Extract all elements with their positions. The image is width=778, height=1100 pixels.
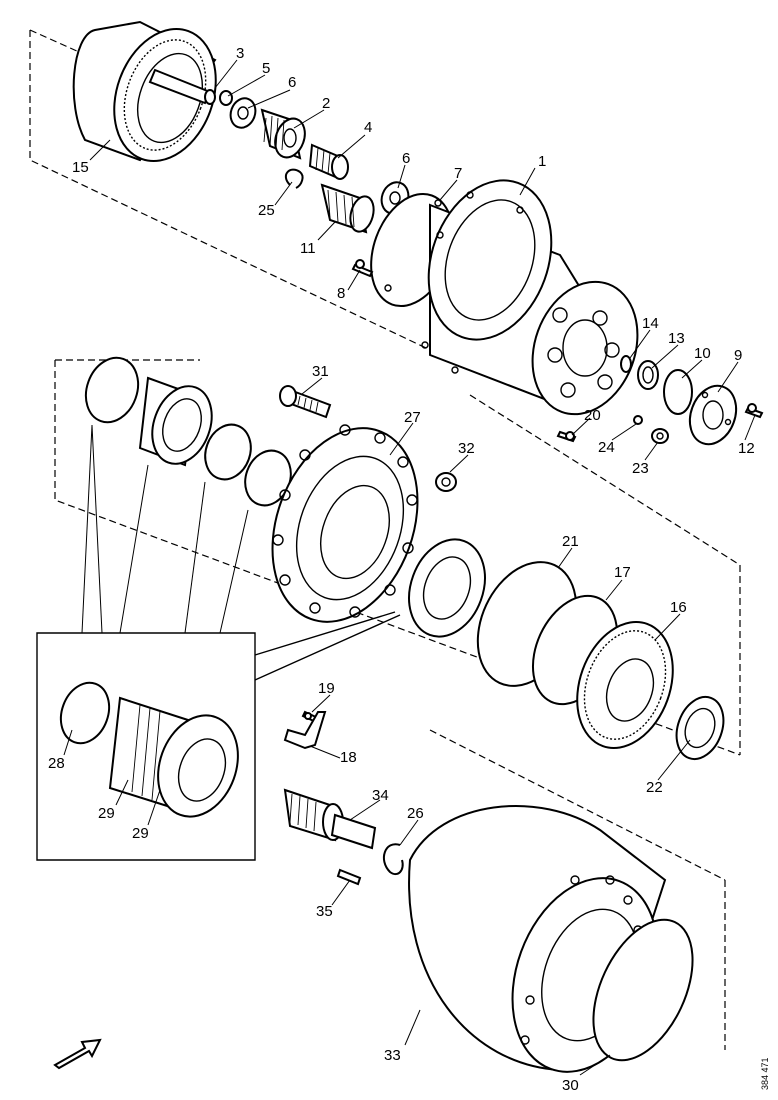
callout-33: 33 [384, 1047, 401, 1064]
planet-gear-2 [260, 108, 306, 160]
callout-16: 16 [670, 599, 687, 616]
bolt-20 [556, 430, 577, 443]
callout-30: 30 [562, 1077, 579, 1094]
callout-6b: 6 [402, 150, 410, 167]
circlip-14 [620, 355, 632, 373]
callout-19: 19 [318, 680, 335, 697]
ring-13 [637, 360, 659, 390]
shaft-3 [148, 68, 216, 105]
circlip-25 [284, 168, 304, 189]
bearing-29-detail [108, 696, 239, 818]
leader-lines [63, 59, 756, 1076]
sensor-bracket-18 [283, 711, 327, 750]
ring-gear-15 [72, 20, 217, 162]
nut-23 [651, 428, 669, 444]
drive-shaft-34 [283, 788, 377, 850]
circlip-26 [382, 843, 404, 876]
callout-4: 4 [364, 119, 372, 136]
cover-9 [688, 384, 738, 446]
bearing-cone [408, 538, 486, 638]
callout-24: 24 [598, 439, 615, 456]
callout-1: 1 [538, 153, 546, 170]
callout-12: 12 [738, 440, 755, 457]
callout-28: 28 [48, 755, 65, 772]
callout-13: 13 [668, 330, 685, 347]
tone-ring-16 [576, 621, 674, 749]
stud-bolt-31 [279, 385, 332, 419]
callout-31: 31 [312, 363, 329, 380]
washer-6a [229, 97, 257, 129]
callout-8: 8 [337, 285, 345, 302]
plug-24 [633, 415, 643, 425]
wheel-hub-27 [271, 424, 419, 623]
callout-9: 9 [734, 347, 742, 364]
seal-22 [675, 696, 725, 760]
callout-7: 7 [454, 165, 462, 182]
callout-3: 3 [236, 45, 244, 62]
callout-34: 34 [372, 787, 389, 804]
arrow-northeast-icon [53, 1038, 102, 1070]
detail-inset [36, 424, 401, 861]
callout-17: 17 [614, 564, 631, 581]
callout-22: 22 [646, 779, 663, 796]
assembly-boundary-lower [429, 729, 726, 1050]
callout-10: 10 [694, 345, 711, 362]
callout-15: 15 [72, 159, 89, 176]
callout-14: 14 [642, 315, 659, 332]
nut-32 [435, 472, 457, 492]
callout-11: 11 [300, 240, 316, 257]
callout-21: 21 [562, 533, 579, 550]
callout-6a: 6 [288, 74, 296, 91]
callout-labels: 1 2 3 4 5 6 6 7 8 9 10 11 12 13 14 15 16… [48, 45, 755, 1094]
sun-gear-11 [320, 183, 375, 234]
callout-23: 23 [632, 460, 649, 477]
bolt-8 [351, 259, 374, 278]
o-ring-28-upper [84, 356, 140, 424]
reference-code: 384 471 [760, 1057, 770, 1090]
callout-25: 25 [258, 202, 275, 219]
hub-housing-1 [421, 179, 639, 416]
ring-29-upper [204, 423, 252, 481]
bolt-12 [744, 403, 764, 419]
needle-bearing-4 [308, 143, 349, 180]
callout-26: 26 [407, 805, 424, 822]
callout-35: 35 [316, 903, 333, 920]
circlip-5 [219, 90, 233, 106]
callout-18: 18 [340, 749, 357, 766]
bearing-cup-29-upper [138, 376, 213, 467]
callout-32: 32 [458, 440, 475, 457]
callout-29a: 29 [98, 805, 115, 822]
callout-29b: 29 [132, 825, 149, 842]
ring-30 [592, 918, 694, 1062]
key-35 [336, 868, 362, 886]
o-ring-10 [663, 369, 693, 415]
callout-20: 20 [584, 407, 601, 424]
callout-27: 27 [404, 409, 421, 426]
callout-2: 2 [322, 95, 330, 112]
callout-5: 5 [262, 60, 270, 77]
